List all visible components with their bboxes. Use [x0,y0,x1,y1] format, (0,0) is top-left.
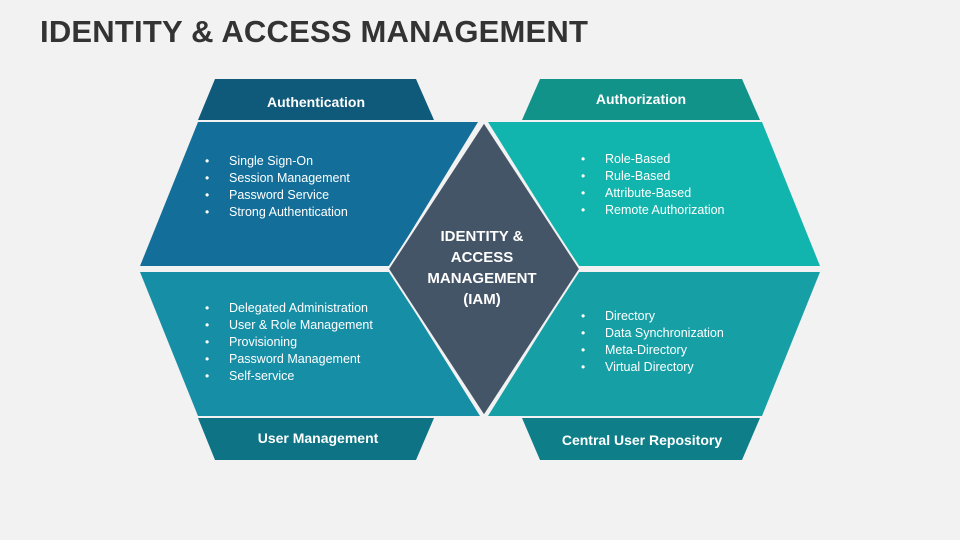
list-item: Strong Authentication [205,204,350,221]
user-management-tab [198,418,434,460]
central-repository-tab [522,418,760,460]
center-label-line: ACCESS [450,249,514,266]
list-item: User & Role Management [205,317,373,334]
authentication-list: Single Sign-On Session Management Passwo… [205,153,350,221]
authentication-label: Authentication [267,94,365,110]
list-item: Delegated Administration [205,300,373,317]
list-item: Password Management [205,351,373,368]
center-label-line: (IAM) [463,291,501,308]
authorization-tab [522,79,760,120]
user-management-list: Delegated Administration User & Role Man… [205,300,373,385]
list-item: Rule-Based [581,168,725,185]
list-item: Data Synchronization [581,325,724,342]
list-item: Attribute-Based [581,185,725,202]
list-item: Password Service [205,187,350,204]
authorization-label: Authorization [595,91,687,107]
list-item: Directory [581,308,724,325]
list-item: Meta-Directory [581,342,724,359]
center-diamond [386,120,582,418]
center-label: IDENTITY & ACCESS MANAGEMENT (IAM) [412,226,552,310]
list-item: Remote Authorization [581,202,725,219]
list-item: Session Management [205,170,350,187]
list-item: Provisioning [205,334,373,351]
list-item: Single Sign-On [205,153,350,170]
list-item: Virtual Directory [581,359,724,376]
list-item: Self-service [205,368,373,385]
center-label-line: MANAGEMENT [427,270,537,287]
central-repository-list: Directory Data Synchronization Meta-Dire… [581,308,724,376]
central-repository-label: Central User Repository [561,432,723,448]
authorization-list: Role-Based Rule-Based Attribute-Based Re… [581,151,725,219]
authentication-tab [198,79,434,120]
user-management-label: User Management [257,430,379,446]
list-item: Role-Based [581,151,725,168]
center-label-line: IDENTITY & [440,228,524,245]
page-title: IDENTITY & ACCESS MANAGEMENT [40,14,589,49]
